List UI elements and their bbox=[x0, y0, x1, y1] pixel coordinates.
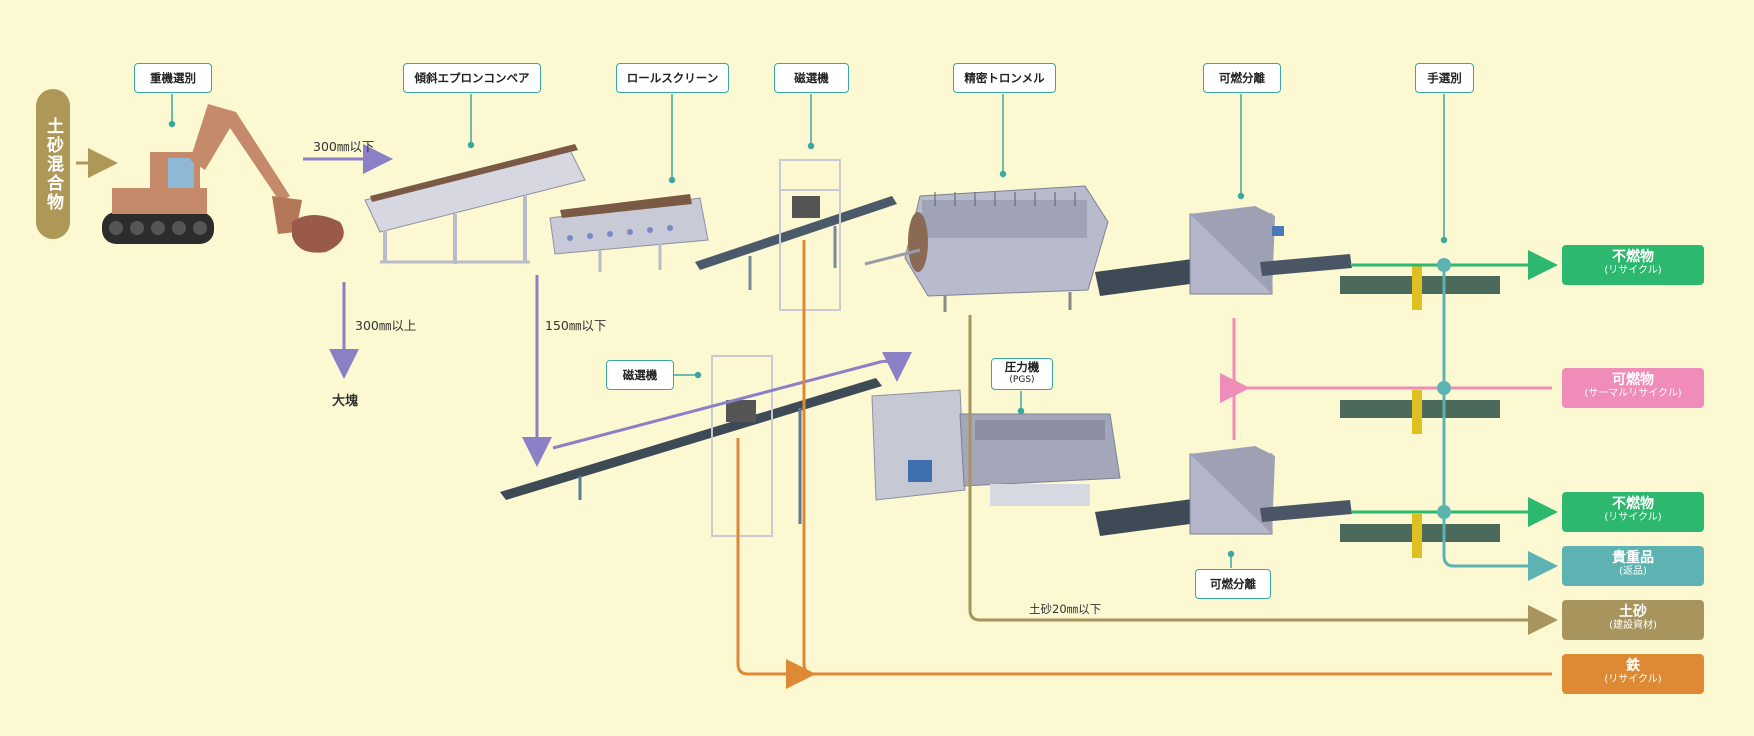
combustible-separator-1-illustration bbox=[1095, 206, 1352, 296]
upper-conveyor-illustration bbox=[695, 159, 897, 311]
output-soil: 土砂 (建設資材) bbox=[1562, 600, 1704, 640]
output-sub: (リサイクル) bbox=[1604, 265, 1662, 276]
label-under-150: 150㎜以下 bbox=[545, 318, 607, 333]
lower-conveyor-illustration bbox=[500, 355, 882, 537]
output-sub: (サーマルリサイクル) bbox=[1584, 388, 1682, 399]
output-combustible: 可燃物 (サーマルリサイクル) bbox=[1562, 368, 1704, 408]
junction-node bbox=[1437, 258, 1451, 272]
flow-combustible bbox=[1234, 318, 1552, 440]
tag-magnet-1: 磁選機 bbox=[774, 63, 849, 93]
output-main: 鉄 bbox=[1626, 658, 1640, 674]
tag-heavy-machine-sorting: 重機選別 bbox=[134, 63, 212, 93]
output-sub: (リサイクル) bbox=[1604, 674, 1662, 685]
hand-sort-stations-illustration bbox=[1340, 266, 1500, 558]
junction-node bbox=[1437, 505, 1451, 519]
apron-conveyor-illustration bbox=[364, 144, 586, 264]
junction-node bbox=[1437, 381, 1451, 395]
label-soil-under-20: 土砂20㎜以下 bbox=[1029, 602, 1102, 616]
tag-roll-screen: ロールスクリーン bbox=[616, 63, 729, 93]
output-main: 不燃物 bbox=[1612, 496, 1654, 512]
trommel-illustration bbox=[864, 185, 1109, 312]
label-over-300: 300㎜以上 bbox=[355, 318, 417, 333]
flow-to-press-arrow bbox=[552, 351, 912, 450]
tag-press-machine: 圧力機 (PGS) bbox=[991, 358, 1053, 390]
input-label: 土砂混合物 bbox=[36, 89, 70, 239]
flow-valuables bbox=[1442, 265, 1558, 581]
tag-press-main: 圧力機 bbox=[1004, 360, 1040, 374]
output-nonburnable-2: 不燃物 (リサイクル) bbox=[1562, 492, 1704, 532]
flow-soil bbox=[968, 315, 1558, 635]
output-sub: (リサイクル) bbox=[1604, 512, 1662, 523]
output-main: 不燃物 bbox=[1612, 249, 1654, 265]
output-sub: (返品) bbox=[1619, 566, 1647, 577]
press-machine-illustration bbox=[871, 389, 1121, 506]
output-valuables: 貴重品 (返品) bbox=[1562, 546, 1704, 586]
label-under-300: 300㎜以下 bbox=[313, 139, 375, 154]
roll-screen-illustration bbox=[549, 194, 709, 272]
excavator-illustration bbox=[102, 104, 344, 253]
combustible-separator-2-illustration bbox=[1095, 446, 1352, 536]
tag-trommel: 精密トロンメル bbox=[953, 63, 1056, 93]
tag-press-sub: (PGS) bbox=[1009, 375, 1035, 385]
tag-combustible-separation-2: 可燃分離 bbox=[1195, 569, 1271, 599]
tag-magnet-2: 磁選機 bbox=[606, 360, 674, 390]
flow-iron bbox=[736, 240, 1552, 674]
label-large-lumps: 大塊 bbox=[332, 394, 359, 409]
output-nonburnable-1: 不燃物 (リサイクル) bbox=[1562, 245, 1704, 285]
tag-combustible-separation-1: 可燃分離 bbox=[1203, 63, 1281, 93]
output-main: 可燃物 bbox=[1612, 372, 1654, 388]
output-main: 土砂 bbox=[1619, 604, 1647, 620]
output-iron: 鉄 (リサイクル) bbox=[1562, 654, 1704, 694]
tag-apron-conveyor: 傾斜エプロンコンベア bbox=[403, 63, 541, 93]
output-sub: (建設資材) bbox=[1609, 620, 1657, 631]
output-main: 貴重品 bbox=[1612, 550, 1654, 566]
tag-hand-sorting: 手選別 bbox=[1415, 63, 1474, 93]
